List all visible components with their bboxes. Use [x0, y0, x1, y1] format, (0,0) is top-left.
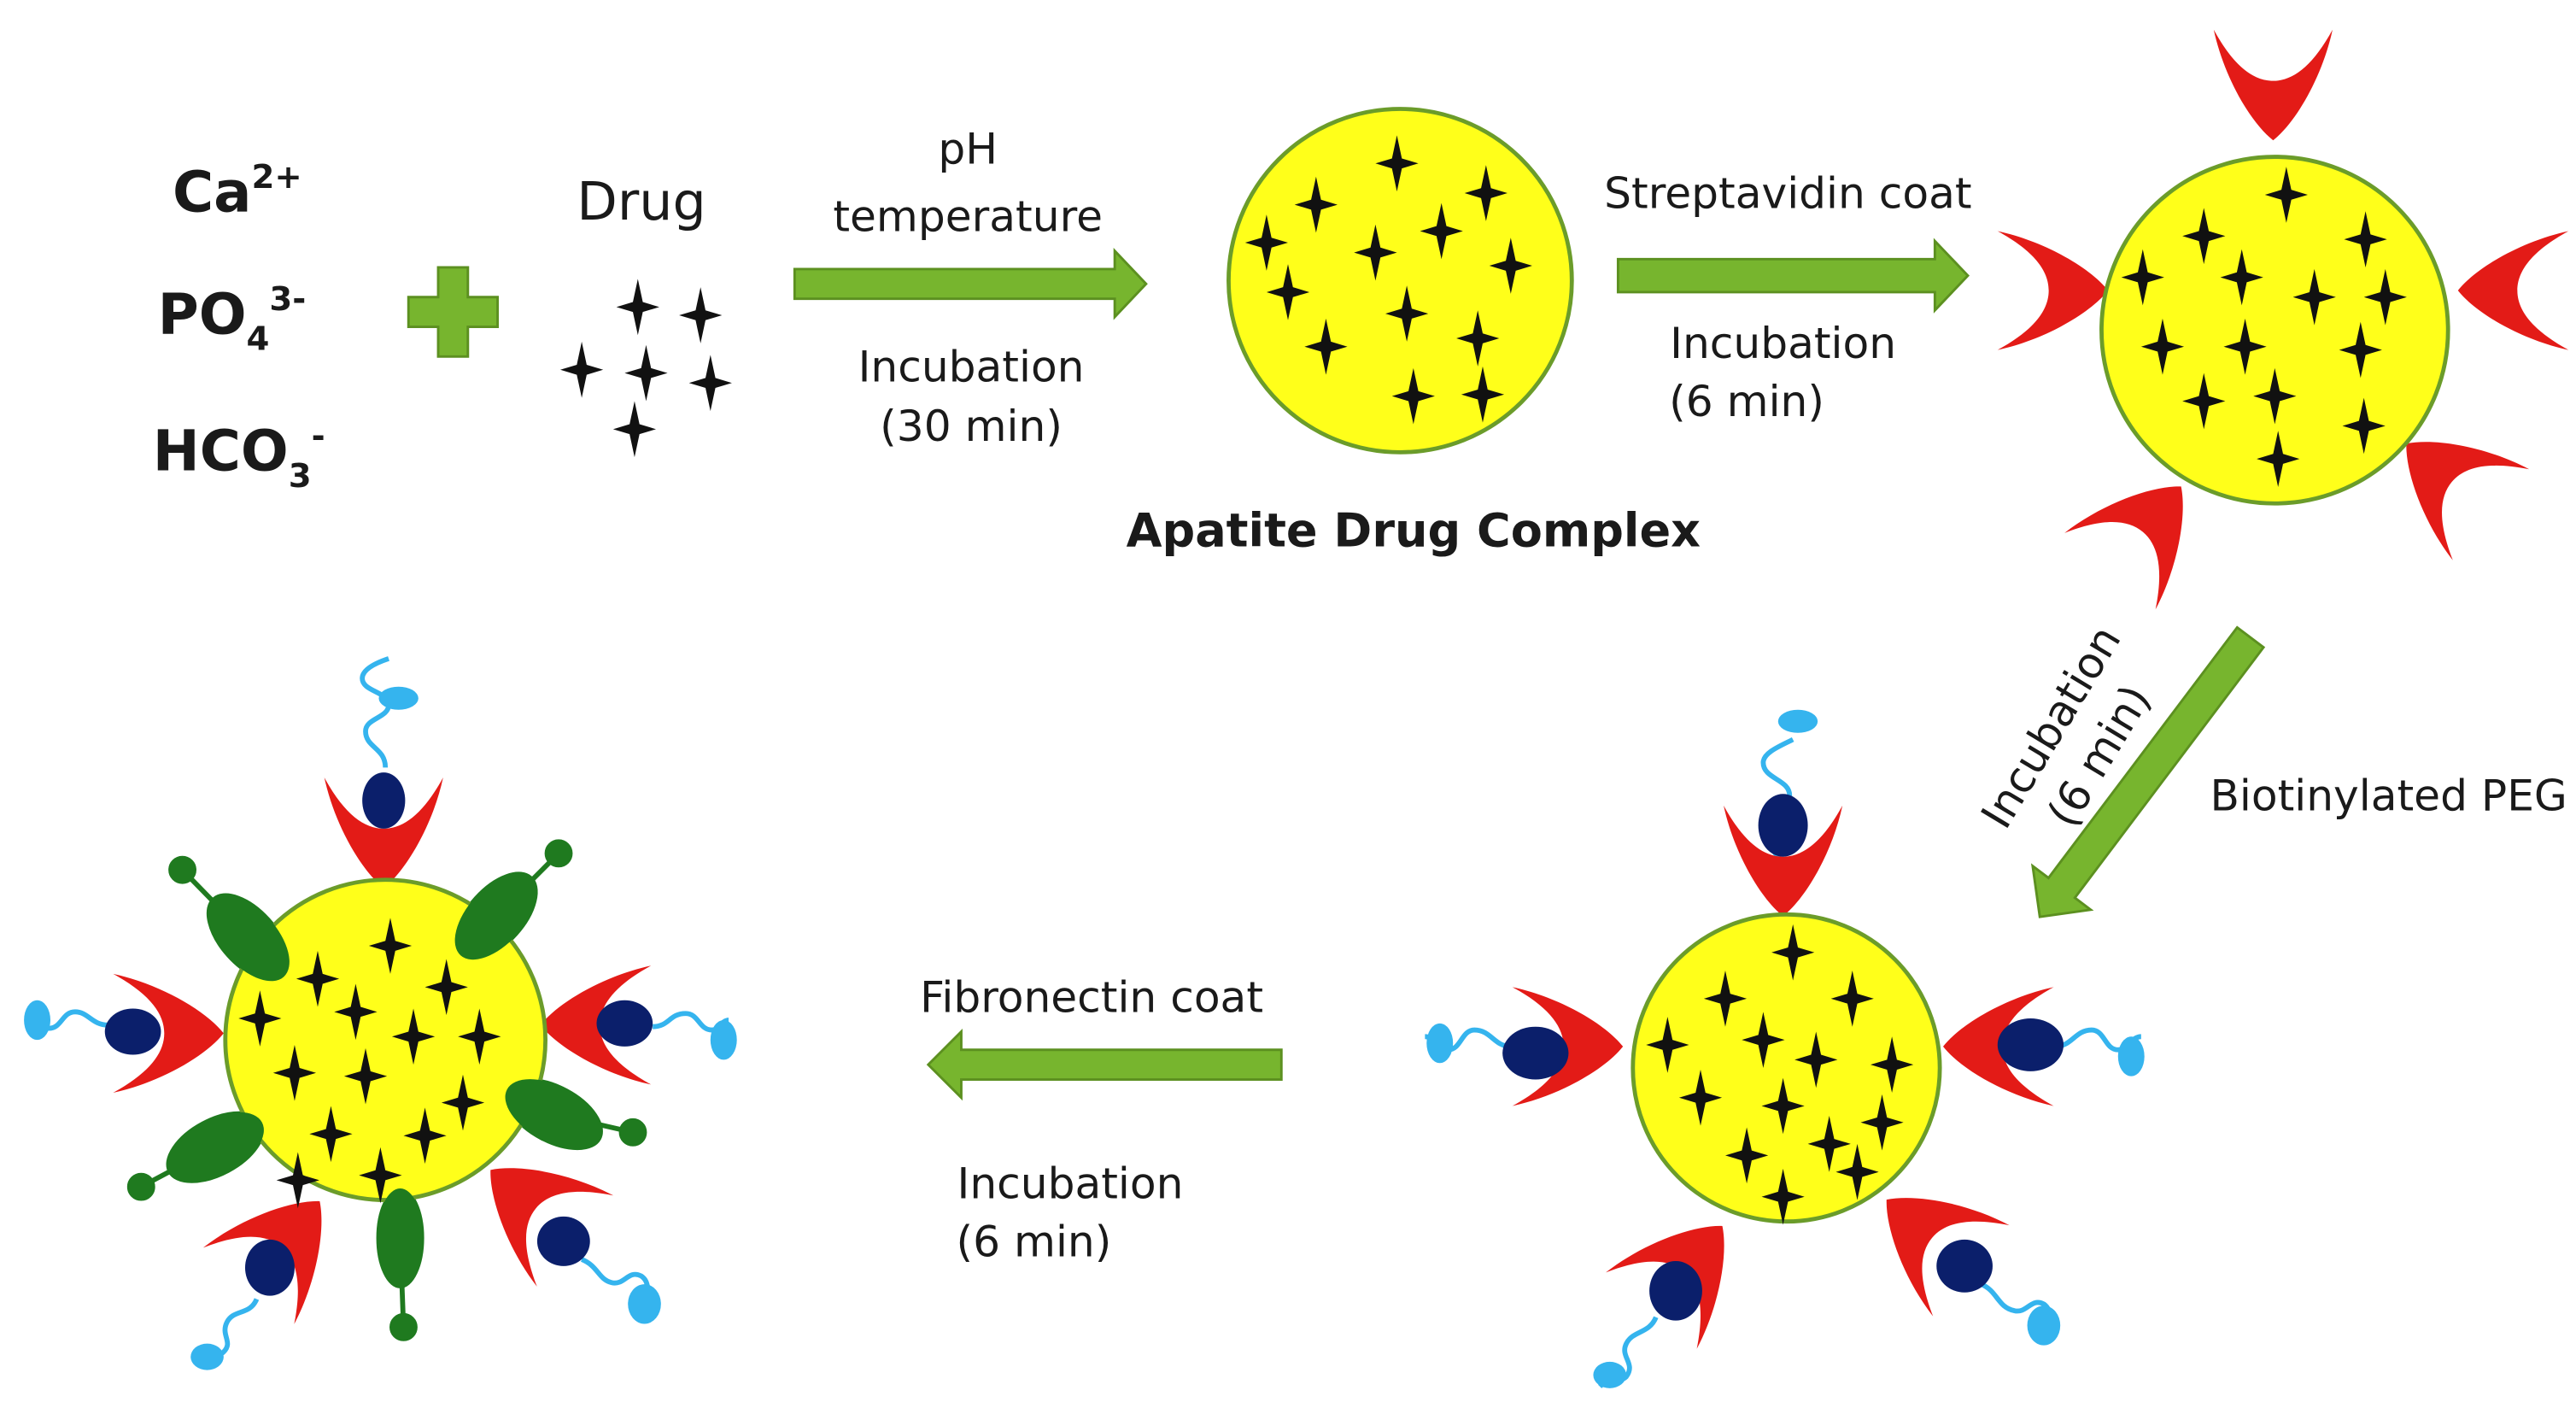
drug-star-icon: [688, 355, 732, 412]
process-arrow-icon: [926, 1029, 1283, 1101]
peg-unit-right: [1943, 987, 2145, 1106]
peg-end-icon: [1426, 1023, 1454, 1064]
drug-star-icon: [559, 341, 604, 398]
step2-duration: (6 min): [1669, 376, 1824, 426]
fibronectin-coated-particle: [24, 656, 737, 1370]
peg-coated-particle: [1424, 709, 2145, 1389]
process-arrow-icon: [1616, 238, 1970, 314]
peg-unit-lower-right: [452, 1124, 661, 1324]
biotin-dot-icon: [1997, 1018, 2064, 1071]
biotin-dot-icon: [362, 772, 406, 829]
calcium-ion: Ca2+: [173, 158, 302, 225]
peg-unit-top: [1724, 709, 1843, 917]
peg-end-icon: [2027, 1305, 2061, 1346]
apatite-particle: [223, 877, 548, 1202]
biotin-dot-icon: [536, 1216, 590, 1266]
fibronectin-ligands-front: [167, 872, 602, 1288]
step3-incubation-group: Incubation (6 min): [1971, 617, 2161, 836]
drug-star-icon: [624, 344, 668, 402]
complex-label: Apatite Drug Complex: [1127, 503, 1701, 557]
step2-streptavidin-coat: Streptavidin coat: [1604, 167, 1971, 218]
biotin-dot-icon: [1502, 1026, 1569, 1080]
streptavidin-coated-particle: [1997, 29, 2569, 610]
peg-unit-lower-left: [190, 1163, 366, 1370]
peg-unit-lower-left: [1593, 1188, 1768, 1389]
peg-unit-left: [24, 973, 224, 1093]
streptavidin-cup-icon: [2457, 231, 2569, 350]
step1-condition-temperature: temperature: [833, 191, 1103, 241]
apatite-particle: [1630, 912, 1942, 1224]
drug-star-icon: [679, 287, 723, 343]
biotin-dot-icon: [1936, 1239, 1993, 1293]
biotin-dot-icon: [1649, 1261, 1702, 1321]
peg-end-icon: [24, 1000, 50, 1041]
peg-unit-top: [324, 656, 443, 889]
step4-fibronectin-coat: Fibronectin coat: [920, 971, 1263, 1022]
biotin-dot-icon: [596, 1000, 653, 1047]
step4-duration: (6 min): [957, 1216, 1112, 1266]
biotin-dot-icon: [104, 1008, 161, 1055]
reagent-list: Ca2+ PO43- HCO3-: [153, 158, 325, 496]
drug-stars: [559, 279, 732, 458]
step2-incubation: Incubation: [1670, 318, 1896, 368]
peg-end-icon: [628, 1284, 661, 1324]
step1-duration: (30 min): [880, 401, 1063, 451]
drug-label: Drug: [577, 171, 705, 232]
plus-icon: [407, 266, 500, 358]
peg-end-icon: [190, 1343, 224, 1370]
drug-star-icon: [612, 401, 657, 458]
peg-end-icon: [2117, 1036, 2145, 1077]
step3-biotinylated-peg: Biotinylated PEG: [2210, 771, 2567, 821]
streptavidin-cup-icon: [2213, 29, 2333, 141]
process-arrow-icon: [793, 248, 1148, 320]
process-arrow-icon: [2030, 625, 2266, 918]
peg-end-icon: [378, 686, 419, 710]
streptavidin-cup-icon: [1997, 231, 2109, 350]
bicarbonate-ion: HCO3-: [153, 418, 325, 496]
peg-unit-left: [1424, 987, 1624, 1106]
drug-star-icon: [616, 279, 659, 336]
step1-condition-ph: pH: [938, 123, 998, 173]
phosphate-ion: PO43-: [158, 280, 307, 358]
biotin-dot-icon: [1758, 794, 1808, 857]
peg-end-icon: [1593, 1361, 1627, 1388]
peg-unit-right: [540, 965, 737, 1085]
step1-incubation: Incubation: [858, 341, 1085, 391]
peg-end-icon: [710, 1019, 737, 1060]
step4-incubation: Incubation: [957, 1159, 1184, 1209]
biotin-dot-icon: [244, 1239, 295, 1296]
peg-end-icon: [1777, 709, 1818, 733]
peg-unit-lower-right: [1848, 1153, 2061, 1346]
apatite-drug-complex: [1227, 107, 1574, 455]
